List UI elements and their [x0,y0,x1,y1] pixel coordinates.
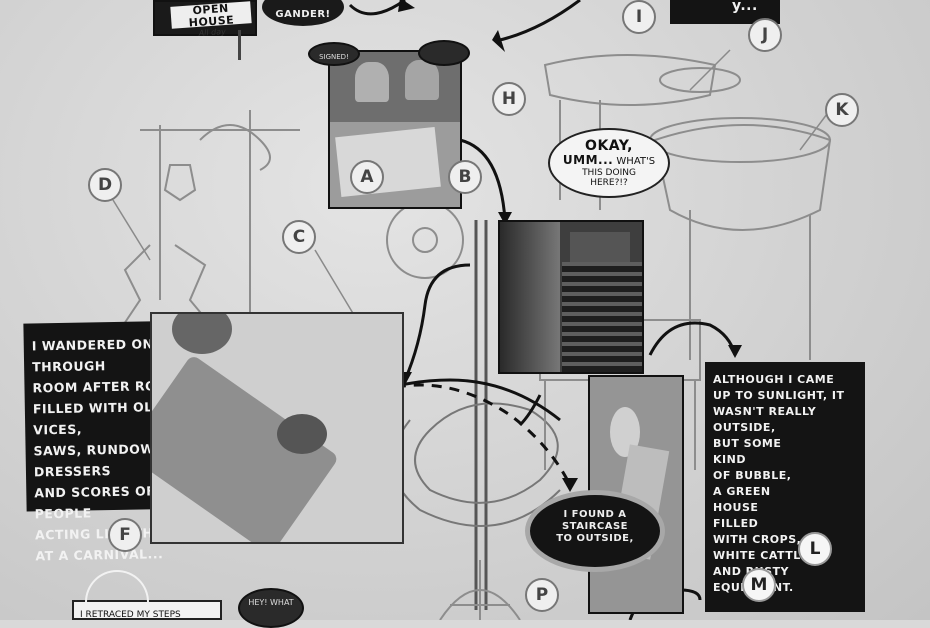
figure-panel [588,375,684,614]
caption-line: ALTHOUGH I CAME [713,373,835,386]
here-text: HERE?!? [590,178,628,188]
marker-i-text: I [635,7,643,27]
this-doing-text: THIS DOING [582,168,636,178]
gander-text: GANDER! [275,9,331,20]
marker-h: H [492,82,526,116]
speech-bubble-small [418,40,470,66]
caption-line: UP TO SUNLIGHT, IT [713,389,845,402]
marker-k-text: K [835,100,849,120]
marker-j-text: J [761,25,769,45]
caption-line: STAIRCASE [561,521,629,532]
caption-line: I FOUND A [563,509,627,520]
marker-k: K [825,93,859,127]
caption-line: OF BUBBLE, [713,469,792,482]
open-house-sign: OPEN HOUSE All day [153,0,257,38]
caption-line: HOUSE [713,501,759,514]
marker-a: A [350,160,384,194]
signed-text: SIGNED! [319,53,349,61]
caption-line: WASN'T REALLY [713,405,817,418]
caption-line: WHITE CATTLE [713,549,809,562]
caption-line: WITH CROPS, [713,533,802,546]
sign-post [238,30,241,60]
sunlight-caption: ALTHOUGH I CAME UP TO SUNLIGHT, IT WASN'T … [705,362,865,612]
marker-l-text: L [809,539,821,559]
caption-line: OUTSIDE, [713,421,776,434]
caption-line: BUT SOME [713,437,782,450]
marker-m: M [742,568,776,602]
marker-b-text: B [458,167,472,187]
marker-h-text: H [501,89,517,109]
marker-j: J [748,18,782,52]
marker-b: B [448,160,482,194]
retraced-caption: I RETRACED MY STEPS [72,600,222,620]
caption-line: FILLED [713,517,759,530]
caption-line: A GREEN [713,485,771,498]
marker-p-text: P [535,585,549,605]
marker-f-text: F [119,525,131,545]
retraced-text: I RETRACED MY STEPS [80,610,181,620]
okay-text: OKAY, [585,138,633,154]
marker-c: C [282,220,316,254]
caption-line: KIND [713,453,746,466]
marker-i: I [622,0,656,34]
machine-panel [150,312,404,544]
marker-d-text: D [97,175,113,195]
caption-line: AND RUSTY [713,565,788,578]
caption-line: TO OUTSIDE, [556,533,634,544]
marker-m-text: M [750,575,768,595]
signing-panel [328,50,462,209]
hey-text: HEY! WHAT [248,598,294,607]
marker-c-text: C [292,227,306,247]
whats-text: WHAT'S [616,156,656,167]
marker-p: P [525,578,559,612]
top-right-text: y... [732,0,758,14]
sunlight-text: ALTHOUGH I CAME UP TO SUNLIGHT, IT WASN'T … [713,372,857,596]
signed-bubble: SIGNED! [308,42,360,66]
marker-d: D [88,168,122,202]
marker-a-text: A [360,167,374,187]
marker-l: L [798,532,832,566]
audience-panel [498,220,644,374]
marker-f: F [108,518,142,552]
hey-bubble: HEY! WHAT [238,588,304,628]
caption-line: EQUIPMENT. [713,580,857,596]
okay-bubble: OKAY, UMM... WHAT'S THIS DOING HERE?!? [548,128,670,198]
umm-text: UMM... [562,153,614,167]
